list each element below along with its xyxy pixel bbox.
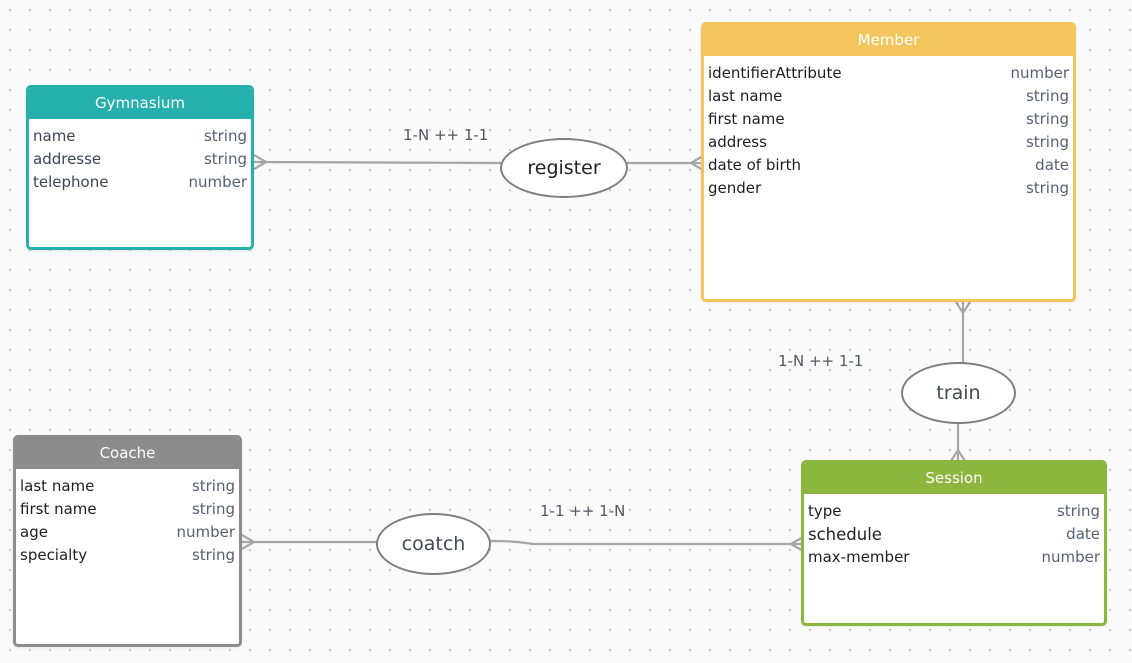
entity-gymnasium[interactable]: Gymnasium name string addresse string te…	[26, 85, 254, 250]
attribute-type: string	[203, 150, 247, 168]
relation-coatch[interactable]: coatch	[376, 513, 491, 575]
relation-register[interactable]: register	[500, 138, 628, 198]
attribute-type: string	[1025, 110, 1069, 128]
attribute-row[interactable]: type string	[808, 500, 1100, 523]
attribute-type: date	[1035, 156, 1069, 174]
cardinality-train: 1-N ++ 1-1	[778, 352, 864, 370]
attribute-type: number	[188, 173, 247, 191]
attribute-type: number	[176, 523, 235, 541]
attribute-row[interactable]: max-member number	[808, 546, 1100, 569]
attribute-type: string	[1025, 87, 1069, 105]
entity-title: Session	[804, 463, 1104, 494]
attribute-row[interactable]: last name string	[708, 85, 1069, 108]
attribute-name: addresse	[33, 150, 102, 168]
entity-session[interactable]: Session type string schedule date max-me…	[801, 460, 1107, 626]
attribute-name: age	[20, 523, 48, 541]
attribute-name: last name	[20, 477, 95, 495]
attribute-name: type	[808, 502, 842, 520]
attribute-type: string	[203, 127, 247, 145]
attribute-type: date	[1066, 525, 1100, 543]
attribute-name: identifierAttribute	[708, 64, 842, 82]
attribute-row[interactable]: age number	[20, 521, 235, 544]
attribute-name: schedule	[808, 525, 882, 544]
cardinality-register: 1-N ++ 1-1	[403, 126, 489, 144]
attribute-type: string	[191, 546, 235, 564]
cardinality-coatch: 1-1 ++ 1-N	[540, 502, 626, 520]
attribute-row[interactable]: first name string	[20, 498, 235, 521]
entity-title: Member	[704, 25, 1073, 56]
attribute-row[interactable]: date of birth date	[708, 154, 1069, 177]
connector-gymnasium-register	[253, 160, 503, 165]
attribute-name: first name	[708, 110, 785, 128]
attribute-row[interactable]: telephone number	[33, 171, 247, 194]
attribute-row[interactable]: gender string	[708, 177, 1069, 200]
attribute-type: number	[1010, 64, 1069, 82]
attribute-row[interactable]: addresse string	[33, 148, 247, 171]
attribute-row[interactable]: specialty string	[20, 544, 235, 567]
relation-train[interactable]: train	[901, 362, 1016, 424]
attribute-row[interactable]: last name string	[20, 475, 235, 498]
attribute-row[interactable]: first name string	[708, 108, 1069, 131]
crowfoot-coache	[241, 534, 255, 550]
connector-coatch-session	[489, 539, 803, 546]
attribute-name: specialty	[20, 546, 88, 564]
attribute-row[interactable]: address string	[708, 131, 1069, 154]
crowfoot-session-train	[950, 449, 966, 462]
crowfoot-gymnasium	[253, 154, 267, 170]
attribute-name: date of birth	[708, 156, 802, 174]
attribute-name: first name	[20, 500, 97, 518]
attribute-type: string	[1025, 133, 1069, 151]
attribute-type: string	[1056, 502, 1100, 520]
entity-title: Gymnasium	[29, 88, 251, 119]
attribute-row[interactable]: schedule date	[808, 523, 1100, 546]
attribute-name: max-member	[808, 548, 910, 566]
entity-title: Coache	[16, 438, 239, 469]
attribute-type: string	[191, 500, 235, 518]
attribute-type: number	[1041, 548, 1100, 566]
entity-coache[interactable]: Coache last name string first name strin…	[13, 435, 242, 647]
attribute-name: last name	[708, 87, 783, 105]
crowfoot-member-train	[955, 301, 971, 314]
attribute-name: gender	[708, 179, 762, 197]
attribute-name: address	[708, 133, 767, 151]
attribute-name: telephone	[33, 173, 109, 191]
entity-member[interactable]: Member identifierAttribute number last n…	[701, 22, 1076, 302]
attribute-row[interactable]: name string	[33, 125, 247, 148]
attribute-name: name	[33, 127, 76, 145]
attribute-type: string	[191, 477, 235, 495]
attribute-row[interactable]: identifierAttribute number	[708, 62, 1069, 85]
attribute-type: string	[1025, 179, 1069, 197]
